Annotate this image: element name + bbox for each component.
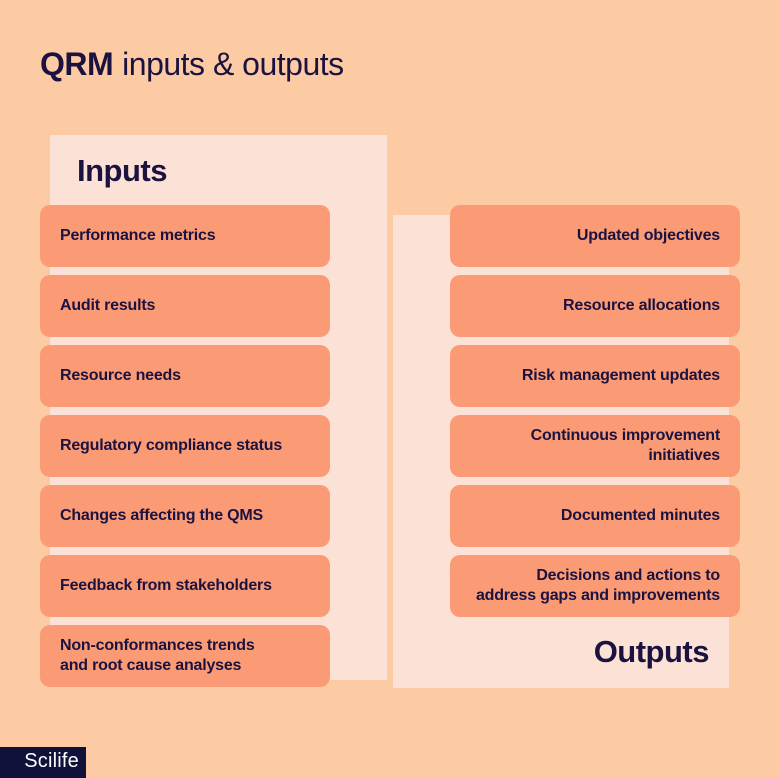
output-card: Updated objectives <box>450 205 740 267</box>
output-card: Decisions and actions to address gaps an… <box>450 555 740 617</box>
inputs-card-list: Performance metrics Audit results Resour… <box>40 205 330 687</box>
page-title-rest: inputs & outputs <box>122 46 344 82</box>
input-card: Feedback from stakeholders <box>40 555 330 617</box>
output-card: Continuous improvement initiatives <box>450 415 740 477</box>
outputs-card-list: Updated objectives Resource allocations … <box>450 205 740 617</box>
output-card: Documented minutes <box>450 485 740 547</box>
output-card: Resource allocations <box>450 275 740 337</box>
input-card: Regulatory compliance status <box>40 415 330 477</box>
input-card: Performance metrics <box>40 205 330 267</box>
input-card: Resource needs <box>40 345 330 407</box>
input-card: Changes affecting the QMS <box>40 485 330 547</box>
output-card: Risk management updates <box>450 345 740 407</box>
page-title-brand: QRM <box>40 46 114 82</box>
scilife-logo: Scilife <box>0 747 86 778</box>
input-card: Audit results <box>40 275 330 337</box>
outputs-heading: Outputs <box>593 634 710 669</box>
input-card: Non-conformances trends and root cause a… <box>40 625 330 687</box>
inputs-heading: Inputs <box>77 153 168 188</box>
